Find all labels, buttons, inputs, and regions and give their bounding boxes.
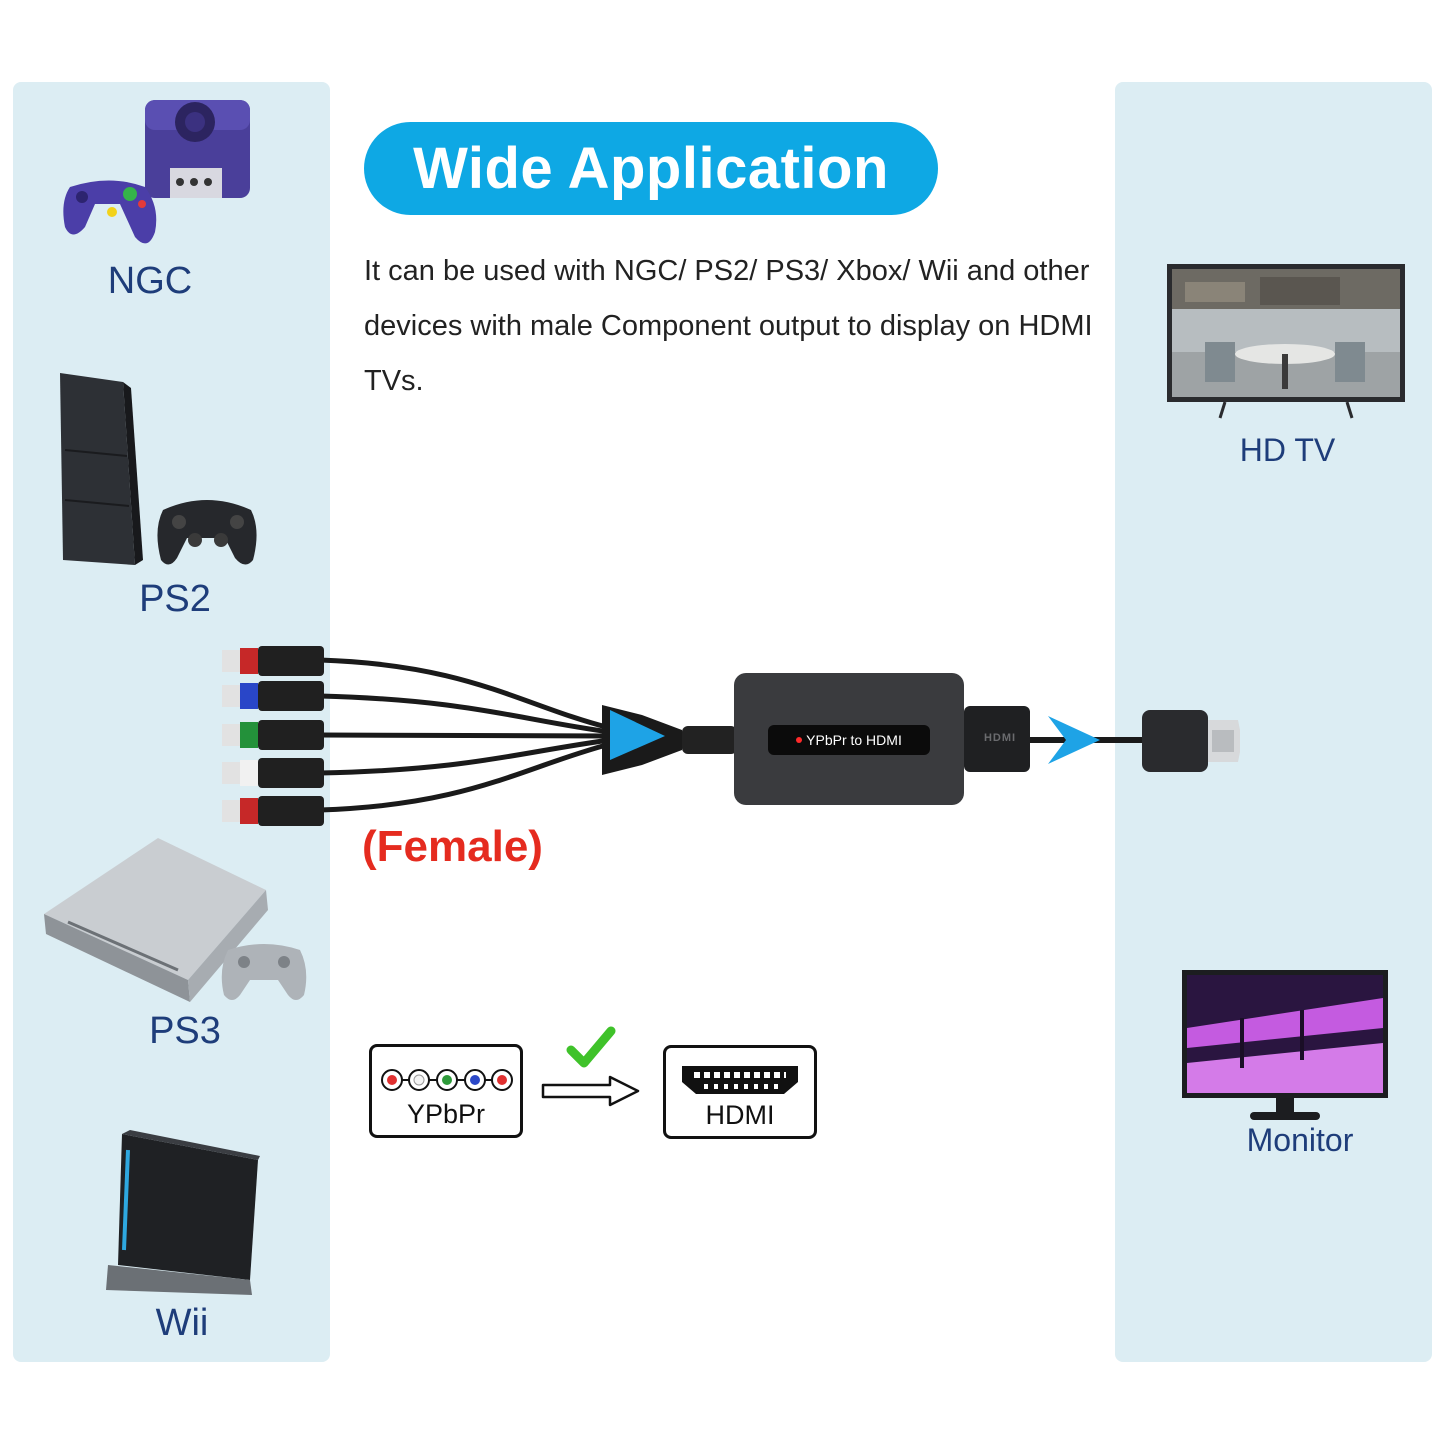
rca-connector-green	[222, 720, 324, 750]
adapter-label-text: YPbPr to HDMI	[806, 732, 902, 748]
device-label-ps3: PS3	[149, 1010, 221, 1052]
adapter-label: YPbPr to HDMI	[768, 725, 930, 755]
power-led	[796, 737, 803, 743]
device-label-hd-tv: HD TV	[1239, 432, 1336, 468]
hd-tv-icon	[1167, 264, 1405, 419]
description-text: It can be used with NGC/ PS2/ PS3/ Xbox/…	[364, 255, 1093, 397]
ps3-console-icon	[44, 838, 307, 1002]
device-label-monitor: Monitor	[1246, 1122, 1354, 1158]
rca-ports-icon	[381, 1069, 513, 1091]
green-checkmark-icon	[566, 1026, 616, 1068]
device-label-ps2: PS2	[139, 578, 211, 620]
rca-connector-red-bottom	[222, 796, 324, 826]
hdmi-port-icon	[682, 1066, 798, 1094]
hdmi-badge: HDMI	[663, 1045, 817, 1139]
page-title: Wide Application	[364, 122, 938, 215]
rca-connector-red-top	[222, 646, 324, 676]
ypbpr-label: YPbPr	[406, 1099, 486, 1129]
rca-connector-white	[222, 758, 324, 788]
monitor-icon	[1182, 970, 1388, 1120]
device-label-wii: Wii	[155, 1302, 209, 1344]
rca-connector-blue	[222, 681, 324, 711]
gamecube-console-icon	[63, 100, 250, 244]
device-label-ngc: NGC	[107, 260, 193, 302]
ypbpr-badge: YPbPr	[369, 1044, 523, 1138]
wii-console-icon	[106, 1130, 260, 1295]
female-connector-label: (Female)	[362, 822, 543, 871]
hdmi-port-label: HDMI	[983, 732, 1017, 744]
outline-arrow-right-icon	[541, 1075, 640, 1107]
ps2-console-icon	[60, 373, 257, 565]
hdmi-label: HDMI	[705, 1100, 775, 1130]
converter-cable-illustration	[222, 646, 1240, 826]
